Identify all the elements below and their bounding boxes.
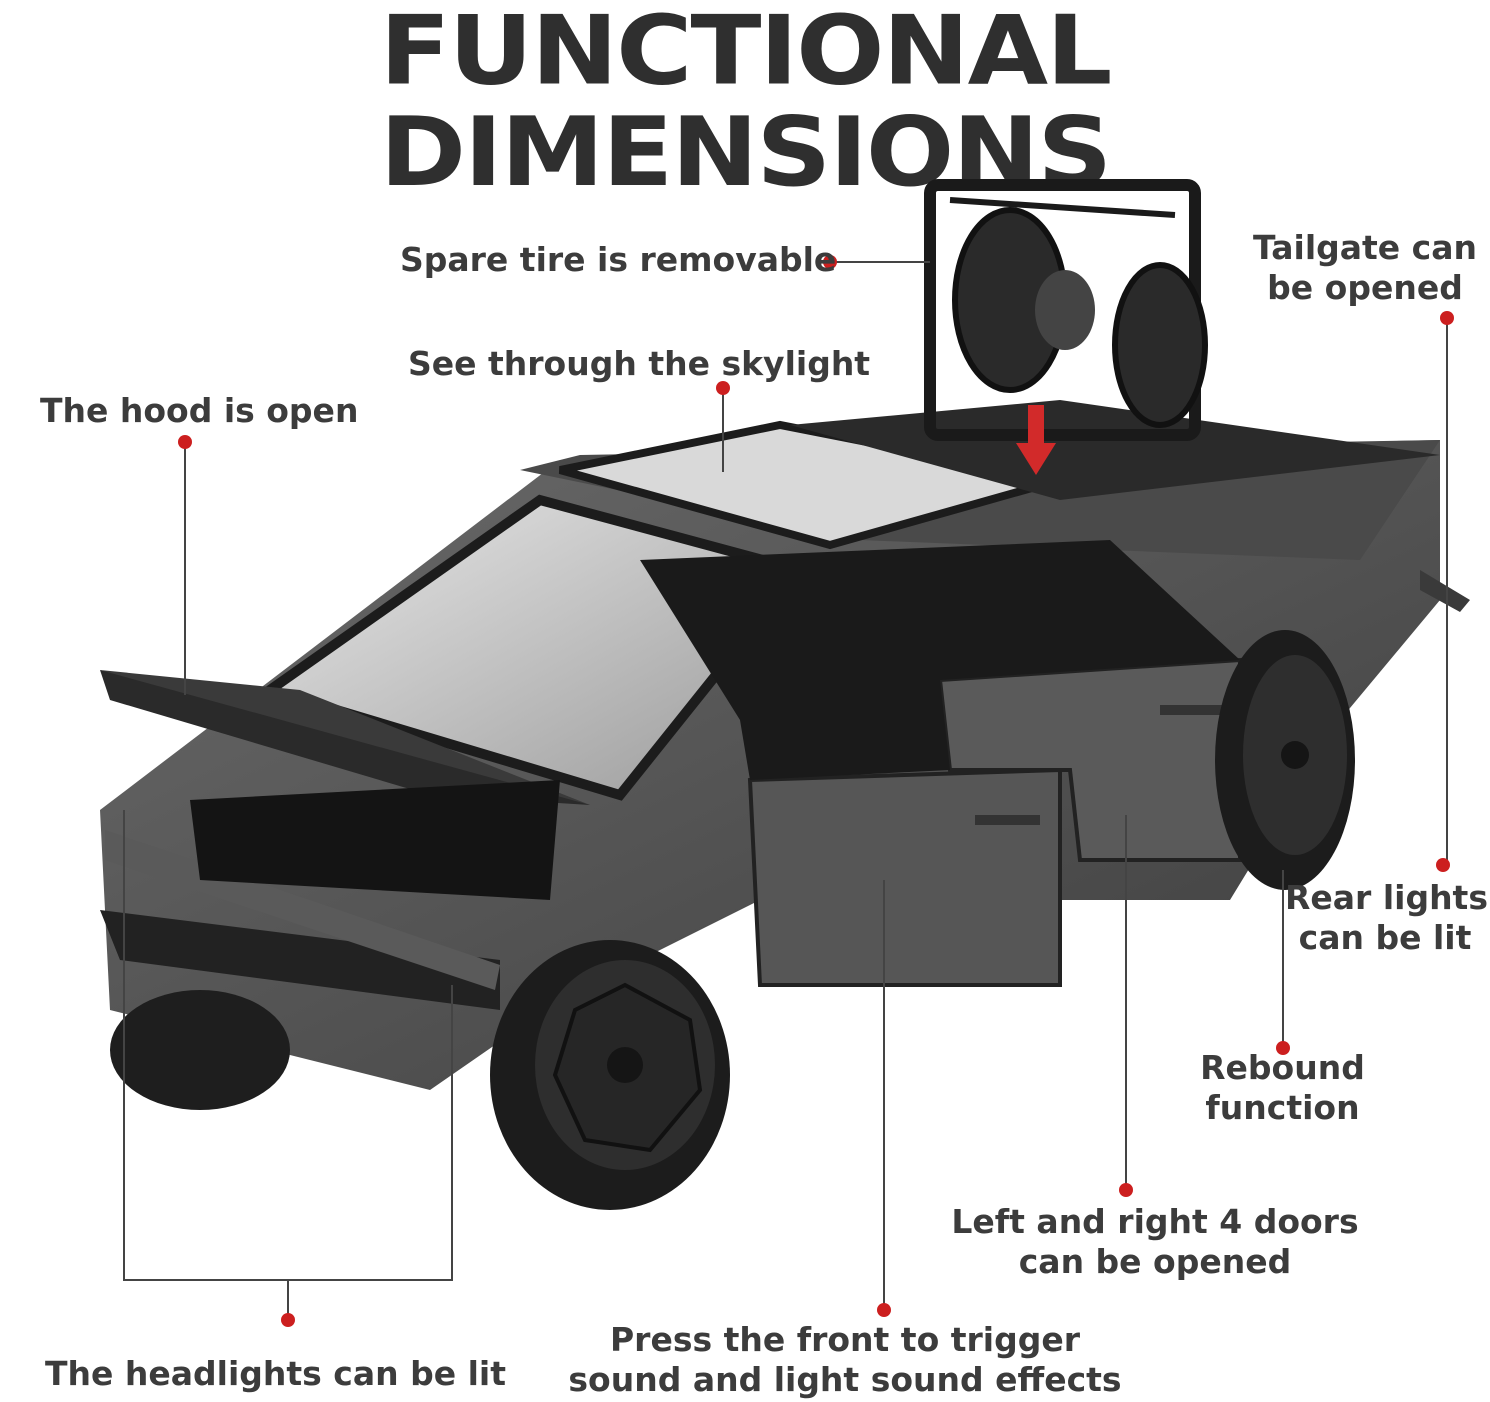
callout-dots	[178, 255, 1454, 1327]
callout-doors-line1: Left and right 4 doors	[951, 1202, 1359, 1241]
dot-front-trigger	[877, 1303, 891, 1317]
page-title: FUNCTIONAL DIMENSIONS	[379, 0, 1113, 208]
callout-doors: Left and right 4 doors can be opened	[945, 1202, 1365, 1282]
dot-skylight	[716, 381, 730, 395]
dot-spare-tire	[823, 255, 837, 269]
callout-rebound-line2: function	[1205, 1088, 1360, 1127]
front-wheel	[490, 940, 730, 1210]
callout-front-trigger-line1: Press the front to trigger	[609, 1320, 1080, 1359]
callout-spare-tire: Spare tire is removable	[400, 240, 837, 279]
spare-tire-rack	[924, 179, 1208, 441]
dot-rebound	[1276, 1041, 1290, 1055]
callout-rebound-line1: Rebound	[1200, 1048, 1365, 1087]
callout-rebound: Rebound function	[1180, 1048, 1385, 1128]
leader-lines	[123, 261, 1448, 1320]
dot-doors	[1119, 1183, 1133, 1197]
callout-rear-lights-line1: Rear lights	[1285, 878, 1488, 917]
callout-rear-lights-line2: can be lit	[1298, 918, 1472, 957]
callout-rear-lights: Rear lights can be lit	[1285, 878, 1488, 958]
rear-wheel	[1215, 630, 1355, 890]
truck-body	[100, 400, 1470, 1090]
callout-hood: The hood is open	[40, 391, 359, 430]
callout-tailgate: Tailgate can be opened	[1250, 228, 1480, 308]
down-arrow-icon	[1016, 405, 1056, 475]
dot-tailgate	[1440, 311, 1454, 325]
dot-headlights	[281, 1313, 295, 1327]
callout-skylight: See through the skylight	[408, 344, 871, 383]
callout-doors-line2: can be opened	[1018, 1242, 1292, 1281]
callout-front-trigger-line2: sound and light sound effects	[568, 1360, 1122, 1399]
dot-rear-lights	[1436, 858, 1450, 872]
callout-front-trigger: Press the front to trigger sound and lig…	[565, 1320, 1125, 1400]
callout-headlights: The headlights can be lit	[45, 1354, 506, 1393]
dot-hood	[178, 435, 192, 449]
callout-tailgate-line1: Tailgate can	[1252, 228, 1477, 267]
rear-left-wheel	[110, 990, 290, 1110]
callout-tailgate-line2: be opened	[1267, 268, 1463, 307]
